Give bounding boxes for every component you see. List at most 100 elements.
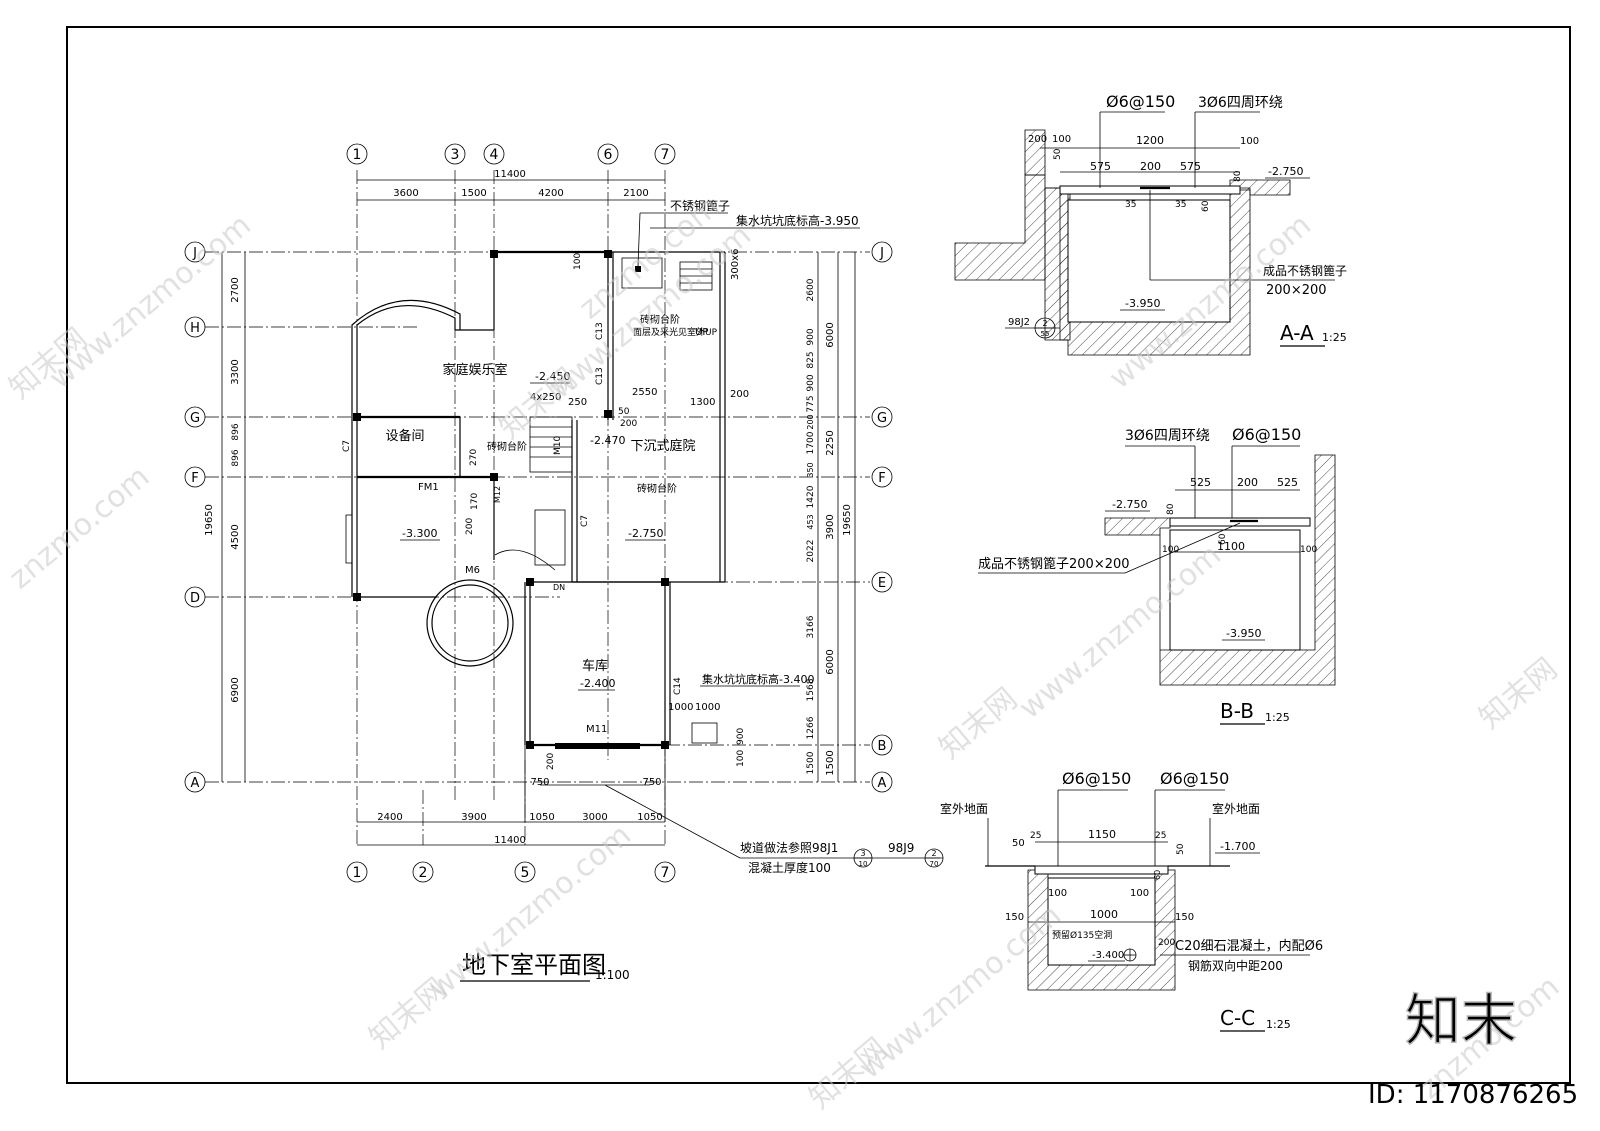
- code-c7-a: C7: [342, 440, 352, 452]
- sec-a-scale: 1:25: [1322, 331, 1347, 344]
- ref-bubble-2a: 2: [931, 849, 936, 858]
- dim-top-1: 1500: [461, 188, 486, 199]
- code-2550: 2550: [632, 387, 657, 398]
- room-garage: 车库: [582, 658, 608, 674]
- sec-c-dim-9: 150: [1175, 912, 1194, 923]
- plan-walls: [345, 250, 726, 822]
- sec-b-dim-4: 60: [1218, 533, 1228, 545]
- top-dimensions: 11400 3600 1500 4200 2100: [357, 169, 665, 201]
- axis-right-b: B: [878, 739, 887, 754]
- dim-right-outer-2: 3900: [825, 514, 836, 539]
- axis-left-d: D: [190, 591, 200, 606]
- code-300x6: 300x6: [730, 249, 741, 280]
- label-sump-bottom: 集水坑坑底标高-3.400: [702, 672, 814, 686]
- axis-right-j: J: [879, 246, 884, 261]
- dim-bottom-3: 3000: [582, 812, 607, 823]
- sec-a-elev-bottom: -3.950: [1125, 297, 1160, 310]
- dim-right-inner-4: 775: [806, 395, 816, 412]
- dim-right-outer-3: 6000: [825, 649, 836, 674]
- sec-a-dim-6: 575: [1180, 160, 1201, 173]
- sec-a-title: A-A: [1280, 321, 1314, 345]
- dim-right-inner-0: 2600: [806, 278, 816, 301]
- watermark-id: ID: 1170876265: [1368, 1080, 1578, 1110]
- sec-b-rebar-2: Ø6@150: [1232, 425, 1301, 444]
- dim-right-outer-1: 2250: [825, 430, 836, 455]
- axis-left-j: J: [192, 246, 197, 261]
- room-courtyard: 下沉式庭院: [630, 438, 695, 454]
- dim-left-1: 3300: [230, 359, 241, 384]
- code-250: 250: [568, 397, 587, 408]
- label-ramp-2: 混凝土厚度100: [748, 860, 831, 875]
- sec-a-dim-1: 100: [1052, 134, 1071, 145]
- code-200-a: 200: [730, 389, 749, 400]
- axis-left-f: F: [191, 471, 198, 486]
- dim-bottom-0: 2400: [377, 812, 402, 823]
- sec-c-dim-3: 50: [1012, 838, 1025, 849]
- ref-bubble-2b: 70: [930, 860, 939, 868]
- code-900: 900: [736, 728, 746, 745]
- sec-a-dim-10: 35: [1175, 200, 1186, 210]
- axis-right-e: E: [878, 576, 886, 591]
- right-dimensions: 19650 6000 2250 3900 6000 1500 2600 900 …: [806, 252, 856, 782]
- sec-a-ref-a: 2: [1042, 319, 1047, 328]
- label-brick-step-2: 砖砌台阶: [487, 440, 527, 453]
- watermark-site-1: www.znzmo.com: [43, 208, 258, 397]
- room-family: 家庭娱乐室: [442, 362, 507, 378]
- axis-bottom-5: 5: [521, 865, 530, 881]
- sec-a-grate-size: 200×200: [1266, 283, 1327, 298]
- sec-a-rebar-2: 3Ø6四周环绕: [1198, 95, 1283, 111]
- axis-right-g: G: [877, 411, 887, 426]
- code-1300: 1300: [690, 397, 715, 408]
- sec-a-dim-3: 100: [1240, 136, 1259, 147]
- plan-title: 地下室平面图: [462, 951, 606, 979]
- elev-3: -2.750: [628, 527, 663, 540]
- dim-right-inner-6: 1700: [806, 431, 816, 454]
- sec-b-dim-5: 1100: [1217, 540, 1245, 553]
- dim-left-5: 6900: [230, 677, 241, 702]
- sec-c-elev-top: -1.700: [1220, 840, 1255, 853]
- sec-c-dim-6: 100: [1130, 888, 1149, 899]
- sec-c-dim-10: 200: [1158, 938, 1175, 948]
- sec-c-rebar-2: Ø6@150: [1160, 769, 1229, 788]
- axis-top-1: 1: [353, 147, 362, 163]
- sec-c-dim-2: 25: [1155, 831, 1166, 841]
- axis-bottom-1: 1: [353, 865, 362, 881]
- basement-plan: 1 3 4 6 7 1 2 5 7 J H G F D A J G F E B: [184, 143, 944, 982]
- code-170: 170: [470, 493, 480, 510]
- axis-top-4: 4: [490, 147, 499, 163]
- sec-a-dim-4: 575: [1090, 160, 1111, 173]
- dim-right-inner-10: 2022: [806, 540, 816, 563]
- left-dimensions: 19650 2700 3300 896 896 4500 6900: [204, 252, 246, 782]
- sec-b-dim-6: 100: [1162, 545, 1179, 555]
- sec-a-rebar-1: Ø6@150: [1106, 92, 1175, 111]
- code-270: 270: [469, 449, 479, 466]
- elev-1: -2.470: [590, 434, 625, 447]
- dim-top-0: 3600: [393, 188, 418, 199]
- code-up: UP: [695, 327, 708, 338]
- dim-right-inner-12: 1568: [806, 678, 816, 701]
- dim-left-4: 4500: [230, 524, 241, 549]
- code-200-b: 200: [546, 753, 556, 770]
- elev-4: -2.400: [580, 677, 615, 690]
- sec-a-ref-b: 55: [1041, 330, 1050, 338]
- plan-scale: 1:100: [595, 968, 630, 982]
- code-100-b: 100: [736, 750, 746, 767]
- sec-c-title: C-C: [1220, 1006, 1255, 1030]
- dim-left-2: 896: [231, 423, 241, 440]
- dim-bottom-small-0: 750: [530, 777, 549, 788]
- dim-bottom-4: 1050: [637, 812, 662, 823]
- sec-b-dim-1: 200: [1237, 476, 1258, 489]
- sec-b-dim-0: 525: [1190, 476, 1211, 489]
- sec-a-grate: 成品不锈钢篦子: [1263, 263, 1347, 278]
- axis-bottom-2: 2: [419, 865, 428, 881]
- code-m6: M6: [465, 565, 480, 576]
- dim-right-total: 19650: [842, 504, 853, 536]
- section-b-b: 3Ø6四周环绕 Ø6@150 525 200 525 80 60 1100 10…: [978, 425, 1336, 725]
- dim-right-inner-1: 900: [806, 328, 816, 345]
- code-m12: M12: [493, 486, 502, 503]
- sec-a-dim-8: 50: [1053, 148, 1063, 160]
- sec-a-dim-0: 200: [1028, 134, 1047, 145]
- axis-right-a: A: [878, 776, 887, 791]
- watermark-brand-3: 知末网: [933, 681, 1024, 766]
- sec-b-dim-7: 100: [1300, 545, 1317, 555]
